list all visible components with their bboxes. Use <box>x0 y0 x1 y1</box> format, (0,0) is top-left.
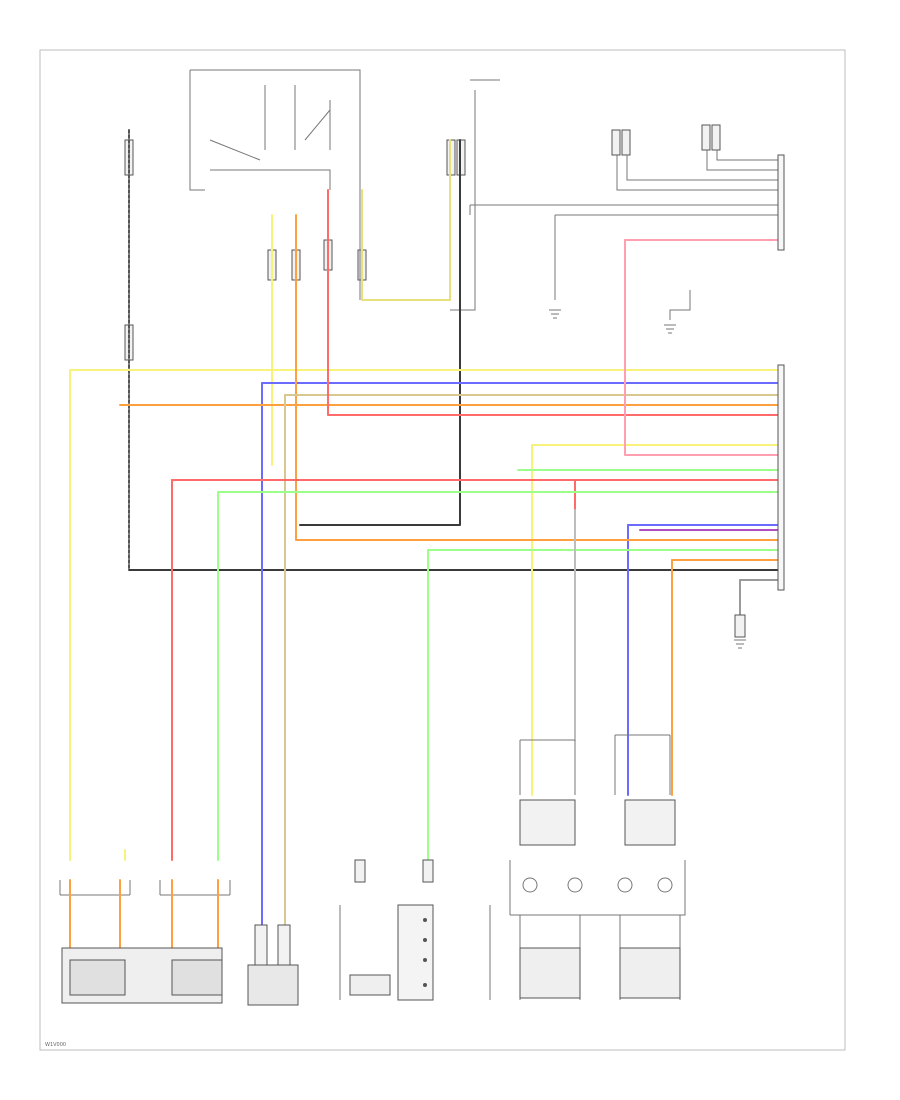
right-connector-pins <box>777 154 785 591</box>
seat-switch-assembly <box>339 904 491 1001</box>
top-right-bracket <box>450 79 500 311</box>
footer-code: W1V000 <box>45 1042 66 1048</box>
ground-symbols <box>549 309 746 649</box>
left-airbag-modules <box>59 879 231 1004</box>
top-right-connectors <box>469 124 780 320</box>
relay-switch-lines <box>209 85 331 190</box>
fuse-box-outline <box>189 69 361 300</box>
occupant-sensor <box>247 924 299 1006</box>
inline-connectors <box>354 614 746 883</box>
right-airbag-modules <box>509 734 686 1000</box>
diagram-frame <box>39 49 846 1051</box>
wiring-harness <box>69 129 781 931</box>
